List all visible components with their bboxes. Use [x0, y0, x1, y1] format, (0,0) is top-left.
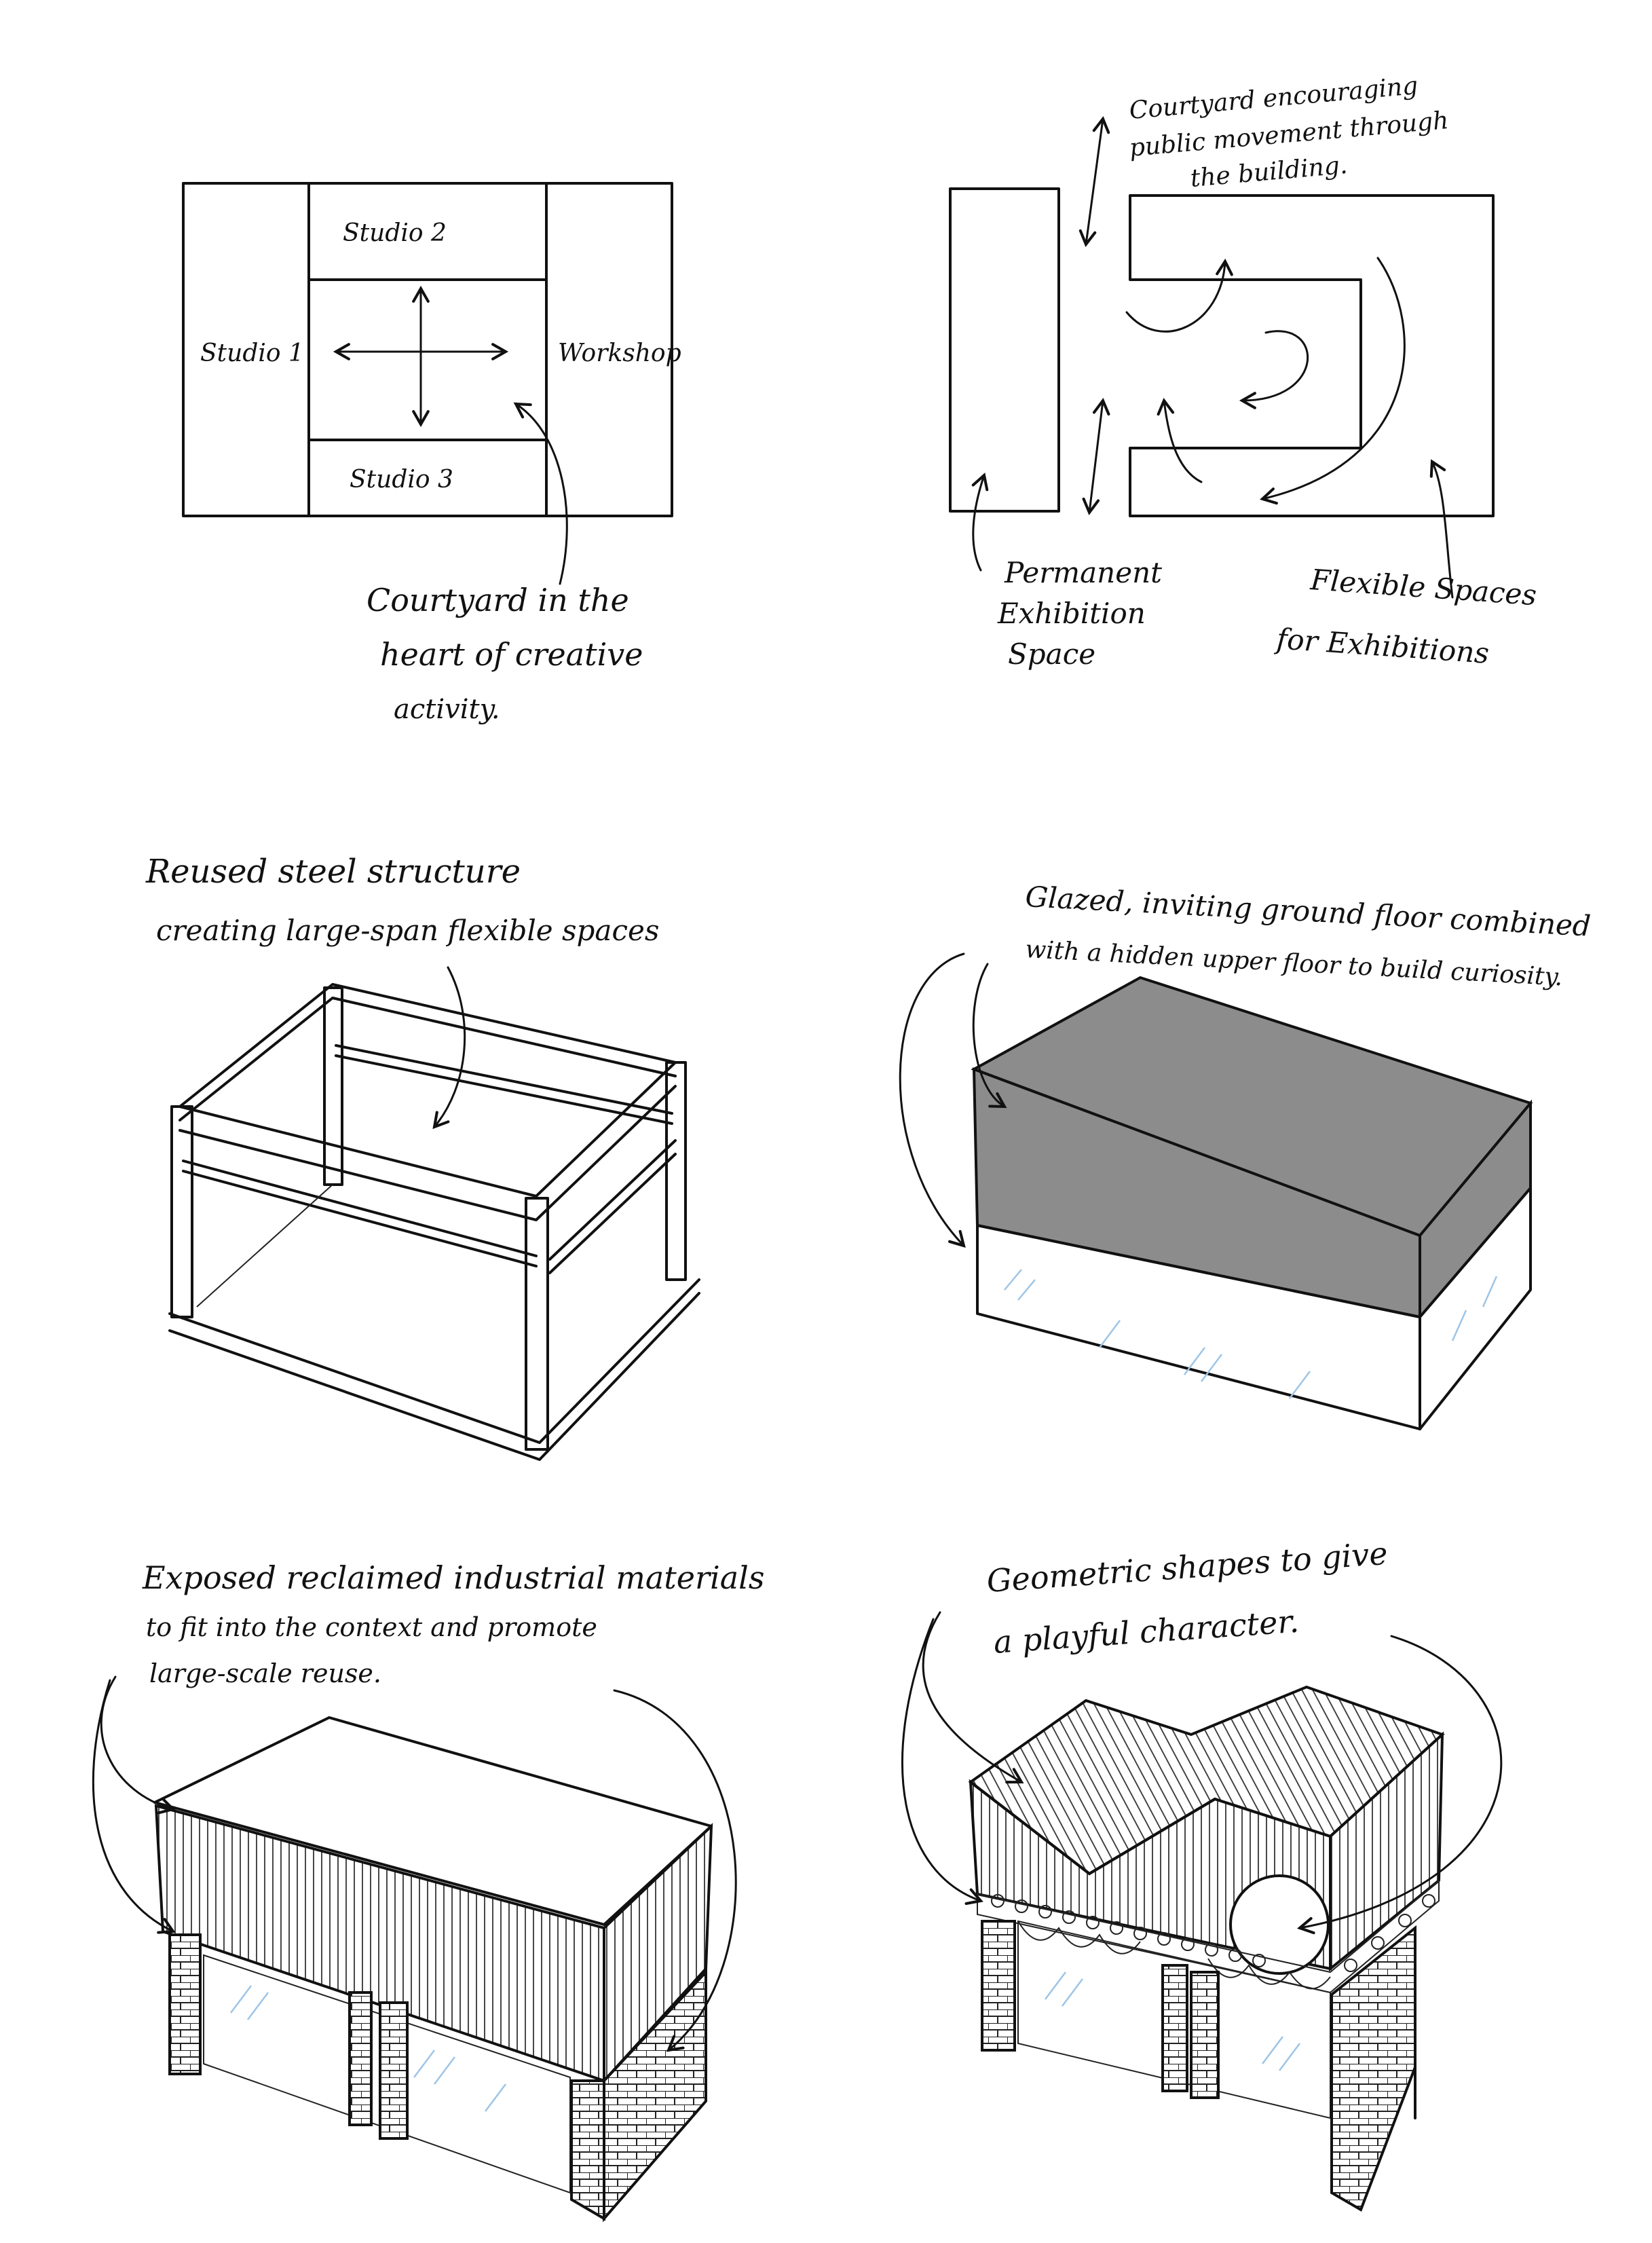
movement-arrow [1239, 330, 1309, 409]
glass-reflections [1045, 1971, 1300, 2071]
band-circles [991, 1894, 1435, 1972]
steel-beam [335, 1044, 673, 1115]
steel-beam [179, 1061, 677, 1198]
top-note-line3: the building. [1189, 151, 1349, 193]
brick-wall-side [603, 1968, 707, 2223]
glazed-ground-side [1419, 1187, 1532, 1430]
pointer-arrow-upper [972, 963, 1007, 1109]
steel-beam [548, 1139, 677, 1261]
room-label-studio2: Studio 2 [343, 219, 447, 247]
room-label-workshop: Workshop [558, 339, 681, 367]
brick-pier [981, 1920, 1016, 2052]
steel-beam [179, 997, 677, 1122]
steel-beam [335, 1054, 673, 1125]
circle-window [1229, 1874, 1330, 1975]
pointer-arrow-roof [922, 1611, 1024, 1784]
geometric-note-line2: a playful character. [992, 1603, 1300, 1661]
pointer-arrow-cladding [100, 1675, 176, 1815]
steel-beam [179, 983, 677, 1108]
steel-column [525, 1197, 549, 1451]
brick-pier [1190, 1971, 1220, 2099]
pointer-arrow-flexible [1429, 459, 1454, 599]
reclaimed-note-line2: to fit into the context and promote [146, 1612, 597, 1642]
steel-beam [548, 1153, 677, 1274]
brick-pier [348, 1991, 373, 2126]
entry-arrow-bottom [1082, 397, 1110, 516]
courtyard-note-line1: Courtyard in the [367, 582, 629, 618]
permanent-note-line3: Space [1008, 637, 1095, 671]
steel-column [323, 986, 343, 1186]
flexible-note-line1: Flexible Spaces [1309, 563, 1537, 612]
courtyard-note-line3: activity. [394, 694, 500, 725]
reclaimed-note-line1: Exposed reclaimed industrial materials [142, 1559, 764, 1596]
glass-reflections [230, 1985, 506, 2112]
permanent-exhibition-block [949, 187, 1060, 513]
room-label-studio3: Studio 3 [350, 466, 453, 494]
steel-beam [182, 1170, 538, 1267]
movement-arrow [1157, 397, 1203, 483]
pointer-arrow-ground [899, 952, 966, 1248]
panel-geometric-shapes: Geometric shapes to give a playful chara… [901, 1535, 1503, 2212]
courtyard-pointer-arrow [513, 402, 568, 585]
glass-reflections [1004, 1269, 1498, 1399]
panel-plan-courtyard: Studio 1 Studio 2 Studio 3 Workshop Cour… [182, 182, 681, 725]
pointer-arrow-band [901, 1618, 983, 1905]
panel-plan-movement: Courtyard encouraging public movement th… [949, 72, 1538, 671]
pointer-arrow-brick [92, 1679, 176, 1934]
brick-pier [570, 2079, 605, 2221]
movement-arrow [1125, 258, 1233, 333]
flexible-space-block [1129, 194, 1495, 517]
steel-note-line1: Reused steel structure [145, 853, 521, 891]
geometric-note-line1: Geometric shapes to give [985, 1535, 1389, 1599]
decorative-band [977, 1878, 1440, 1994]
cladding-side [603, 1823, 713, 2085]
steel-note-line2: creating large-span flexible spaces [156, 914, 659, 947]
reclaimed-note-line3: large-scale reuse. [149, 1658, 381, 1688]
flexible-note-line2: for Exhibitions [1273, 622, 1490, 670]
permanent-note-line2: Exhibition [997, 597, 1146, 630]
pointer-arrow-permanent [971, 472, 989, 572]
brick-pier [1161, 1964, 1188, 2092]
plan-outline [182, 182, 673, 517]
glazed-note-line2: with a hidden upper floor to build curio… [1025, 935, 1564, 991]
pointer-arrow-circle [1296, 1635, 1503, 1935]
room-label-studio1: Studio 1 [200, 339, 304, 367]
brick-pier [379, 2001, 409, 2140]
floor-edge [196, 1184, 333, 1308]
steel-column [665, 1061, 687, 1281]
structure-base [168, 1292, 700, 1461]
steel-pointer-arrow [432, 966, 466, 1130]
panel-glazed-box: Glazed, inviting ground floor combined w… [899, 880, 1592, 1430]
glazed-note-line1: Glazed, inviting ground floor combined [1024, 880, 1592, 943]
brick-wall-side [1330, 1925, 1416, 2212]
brick-pier [168, 1933, 202, 2075]
entry-arrow-top [1078, 115, 1110, 248]
awning-scallops [1207, 1958, 1331, 1990]
courtyard-note-line2: heart of creative [380, 636, 643, 673]
steel-column [170, 1105, 193, 1318]
panel-reclaimed-materials: Exposed reclaimed industrial materials t… [92, 1559, 764, 2223]
pointer-arrow-side [613, 1689, 737, 2052]
awning-scallops [1017, 1921, 1141, 1954]
steel-beam [182, 1160, 538, 1257]
steel-beam [179, 1085, 677, 1221]
permanent-note-line1: Permanent [1004, 556, 1162, 589]
movement-arrow [1260, 257, 1406, 505]
structure-base [168, 1278, 700, 1444]
panel-steel-structure: Reused steel structure creating large-sp… [145, 853, 700, 1461]
